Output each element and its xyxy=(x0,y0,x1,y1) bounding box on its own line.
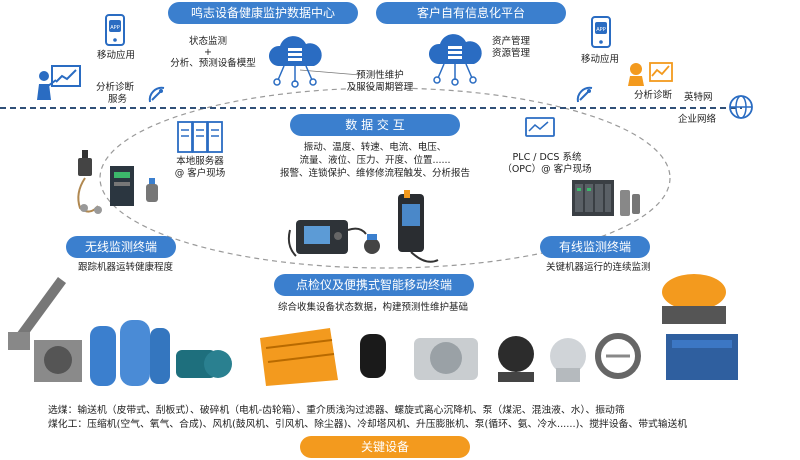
data-exchange-label: 数 据 交 互 xyxy=(290,114,460,136)
key-equipment-images xyxy=(8,274,738,386)
wireless-terminal-label: 无线监测终端 xyxy=(66,236,176,258)
local-server-line2: @ 客户现场 xyxy=(174,168,226,179)
cloud-enterprise-icon xyxy=(428,34,482,86)
center-note-line2: + xyxy=(204,47,212,58)
mixer xyxy=(662,274,726,310)
center-note-line3: 分析、预测设备模型 xyxy=(170,58,256,69)
portable-inspection-devices xyxy=(287,190,439,263)
plc-line2: （OPC）@ 客户现场 xyxy=(502,164,592,175)
monitor-icon xyxy=(525,117,555,137)
predictive-line1: 预测性维护 xyxy=(356,70,404,81)
svg-text:APP: APP xyxy=(110,25,119,31)
plc-hardware xyxy=(572,180,640,216)
globe-icon xyxy=(729,95,753,119)
resource-management: 资源管理 xyxy=(492,48,531,59)
local-server-line1: 本地服务器 xyxy=(176,156,224,167)
bottom-coal-chem: 煤化工：压缩机(空气、氧气、合成)、风机(鼓风机、引风机、除尘器)、冷却塔风机、… xyxy=(48,419,688,430)
analysis-service-line2: 服务 xyxy=(108,94,128,105)
svg-text:APP: APP xyxy=(596,27,605,33)
portable-desc: 综合收集设备状态数据，构建预测性维护基础 xyxy=(278,302,469,313)
engineer-icon xyxy=(628,62,673,86)
server-rack-icon xyxy=(177,121,223,153)
data-loop-ellipse xyxy=(99,87,671,269)
internet-label: 英特网 xyxy=(684,92,713,103)
portable-terminal-label: 点检仪及便携式智能移动终端 xyxy=(274,274,474,296)
filter-tank xyxy=(90,326,116,386)
header-left-title: 鸣志设备健康监护数据中心 xyxy=(168,2,358,24)
cloud-data-center-icon xyxy=(268,36,322,88)
wired-terminal-label: 有线监测终端 xyxy=(540,236,650,258)
data-exchange-line3: 报警、连锁保护、维修修流程触发、分析报告 xyxy=(279,168,470,179)
analysis-service-line1: 分析诊断 xyxy=(96,82,135,93)
top-right-mobile-label: 移动应用 xyxy=(580,54,619,65)
centrifugal-blower xyxy=(550,338,586,374)
induced-fan xyxy=(498,336,534,372)
enterprise-network-label: 企业网络 xyxy=(678,114,717,125)
center-note-line1: 状态监测 xyxy=(188,36,227,47)
vibrating-screen xyxy=(260,328,338,386)
axial-fan xyxy=(595,333,641,379)
top-left-mobile-label: 移动应用 xyxy=(96,50,135,61)
predictive-line2: 及服役周期管理 xyxy=(346,82,414,93)
key-equipment-label: 关键设备 xyxy=(300,436,470,458)
satellite-icon xyxy=(148,86,165,103)
header-right-title: 客户自有信息化平台 xyxy=(376,2,566,24)
mobile-phone-icon-right: APP xyxy=(591,16,611,48)
wireless-desc: 跟踪机器运转健康程度 xyxy=(78,262,174,273)
data-exchange-line1: 振动、温度、转速、电流、电压、 xyxy=(303,142,447,153)
screw-conveyor xyxy=(13,277,67,343)
wired-desc: 关键机器运行的连续监测 xyxy=(546,262,651,273)
compressor xyxy=(360,334,386,378)
bottom-coal-prep: 选煤：输送机（皮带式、刮板式）、破碎机（电机-齿轮箱）、重介质浅沟过滤器、螺旋式… xyxy=(48,405,625,416)
wireless-sensor-devices xyxy=(77,150,158,214)
data-exchange-line2: 流量、液位、压力、开度、位置...... xyxy=(299,155,451,166)
mobile-phone-icon: APP xyxy=(105,14,125,46)
asset-management: 资产管理 xyxy=(492,36,531,47)
satellite-icon-right xyxy=(576,86,593,103)
presenter-icon xyxy=(37,65,81,100)
cloud-link-line xyxy=(299,69,361,76)
right-analysis-label: 分析诊断 xyxy=(634,90,673,101)
plc-line1: PLC / DCS 系统 xyxy=(512,152,582,163)
